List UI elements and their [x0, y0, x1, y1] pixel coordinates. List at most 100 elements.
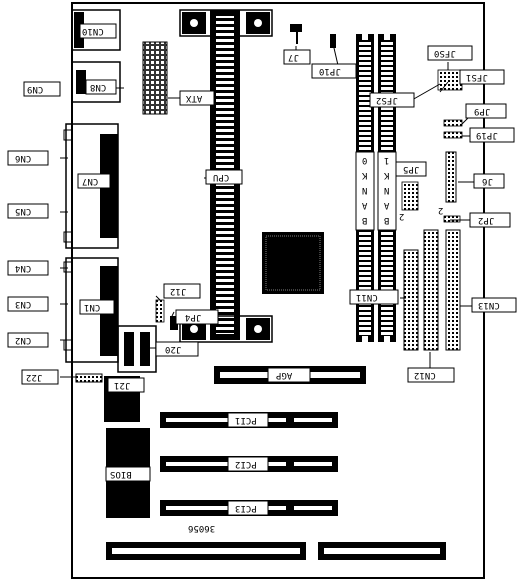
cn7-label-box [77, 173, 111, 189]
jp4-label: JP4 [185, 312, 202, 322]
j7-label-box [283, 49, 311, 65]
j6-label-box [473, 173, 505, 189]
bank0-letter: B [362, 215, 368, 225]
cn4-label: CN4 [15, 263, 32, 273]
cn6-label-box [7, 150, 49, 166]
cn13-label: CN13 [478, 300, 500, 310]
atx-label: ATX [186, 93, 203, 103]
cn1-label-box [79, 299, 115, 315]
bank1-label-box [377, 151, 397, 231]
cn11-label-box [349, 289, 399, 305]
cn11-header [403, 249, 419, 351]
atx-power-connector [142, 41, 168, 115]
jp19-jumper [443, 131, 463, 139]
jfs2-label-box [369, 92, 415, 108]
jp10-label-box [311, 63, 357, 79]
j22-label-box [21, 369, 59, 385]
jp9-jumper [443, 119, 463, 127]
cn3-label-box [7, 296, 49, 312]
j21-label: J21 [114, 380, 131, 390]
cn10-label-box [79, 23, 117, 39]
pci2-label: PCI2 [235, 459, 257, 469]
cpu-label: CPU [213, 172, 230, 182]
jp5-label: JP5 [403, 164, 420, 174]
jfs-jumpers [437, 69, 463, 91]
j20-header [117, 325, 157, 373]
jp4-jumper [170, 316, 178, 330]
jp9-label-box [465, 103, 507, 119]
cn2-label: CN2 [15, 335, 32, 345]
bank1-letter: B [384, 215, 390, 225]
jp19-label-box [469, 127, 515, 143]
board-id-label: 36056 [188, 523, 216, 533]
cn2-label-box [7, 332, 49, 348]
jfs2-label: JFS2 [376, 95, 398, 105]
jfs1-label-box [459, 69, 505, 85]
j7-jumper [290, 24, 302, 32]
jfs0-label-box [427, 45, 473, 61]
cpu-slot [179, 9, 273, 343]
j22-header [75, 373, 103, 383]
cn13-label-box [471, 297, 517, 313]
jp19-label: JP19 [476, 130, 498, 140]
bank0-label-box [355, 151, 375, 231]
jfs1-label: JFS1 [466, 72, 488, 82]
j22-label: J22 [26, 372, 43, 382]
cn8-label: CN8 [90, 82, 107, 92]
board-outline [71, 2, 485, 579]
jp9-label: JP9 [474, 106, 491, 116]
bios-label-box [105, 466, 151, 482]
cn13-header [445, 229, 461, 351]
chipset [262, 232, 324, 294]
pci1-label-box [227, 412, 269, 428]
bank1-letter: N [384, 185, 390, 195]
jp4-label-box [175, 309, 219, 325]
jp10-jumper [330, 34, 336, 48]
cn12-label: CN12 [414, 370, 436, 380]
j12-label: J12 [170, 286, 187, 296]
cn9-label: CN9 [27, 84, 44, 94]
jp5-pin-mark: 2 [399, 211, 405, 221]
j6-header [445, 151, 457, 203]
jp2-label-box [469, 212, 511, 228]
bank0-letter: 0 [362, 155, 368, 165]
jp10-label: JP10 [319, 66, 341, 76]
jfs0-label: JFS0 [434, 48, 456, 58]
jp5-jumper [401, 181, 419, 211]
atx-label-box [179, 90, 215, 106]
bank1-letter: 1 [384, 155, 390, 165]
pci2-label-box [227, 456, 269, 472]
pci1-label: PCI1 [235, 415, 257, 425]
j20-label-box [155, 341, 199, 357]
cn1-label: CN1 [84, 302, 101, 312]
pci3-label-box [227, 500, 269, 516]
cn7-label: CN7 [82, 176, 99, 186]
bank1-letter: K [384, 170, 390, 180]
jp2-label: JP2 [478, 215, 495, 225]
cpu-label-box [205, 169, 243, 185]
bios-label: BIOS [110, 469, 132, 479]
cn9-label-box [23, 81, 61, 97]
cn12-header [423, 229, 439, 351]
j12-header [155, 299, 165, 323]
cn12-label-box [407, 367, 455, 383]
jp5-label-box [395, 161, 427, 177]
bank0-letter: A [362, 200, 368, 210]
pci3-label: PCI3 [235, 503, 257, 513]
j12-label-box [163, 283, 201, 299]
cn5-label-box [7, 203, 49, 219]
cn5-label: CN5 [15, 206, 32, 216]
cn11-label: CN11 [356, 292, 378, 302]
agp-label-box [267, 367, 311, 383]
j6-label: J6 [482, 176, 493, 186]
cn6-label: CN6 [15, 153, 32, 163]
cn8-label-box [85, 79, 117, 95]
cn3-label: CN3 [15, 299, 32, 309]
j20-label: J20 [165, 344, 182, 354]
j21-label-box [107, 377, 145, 393]
jp2-pin-mark: 2 [438, 205, 444, 215]
bank0-letter: N [362, 185, 368, 195]
jp2-jumper [443, 215, 461, 223]
j7-label: J7 [288, 52, 299, 62]
